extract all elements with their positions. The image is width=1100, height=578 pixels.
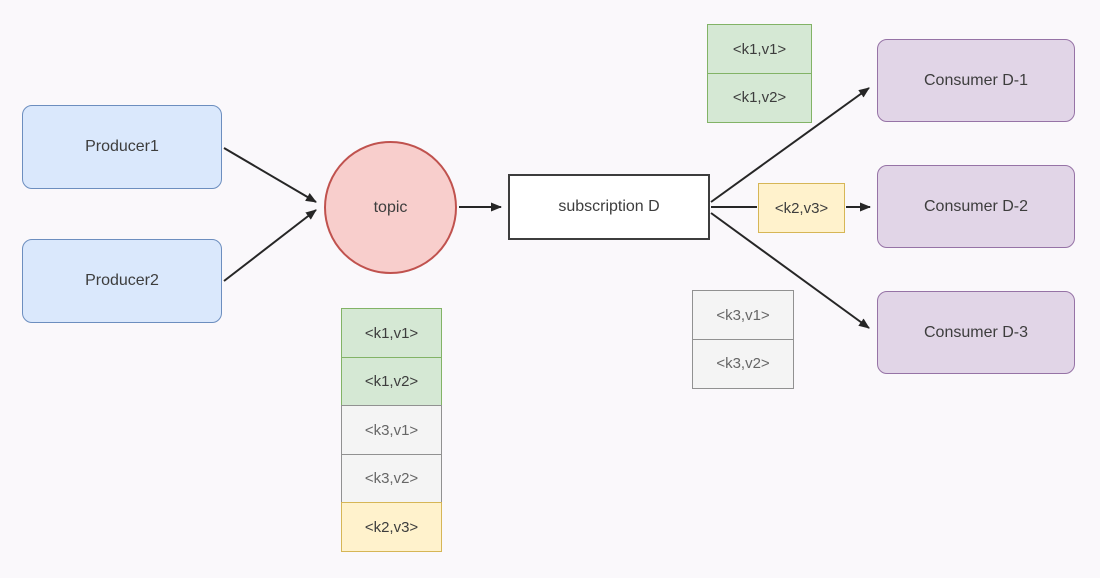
producer2-label: Producer2: [85, 272, 159, 289]
arrow-producer2-to-topic: [223, 209, 317, 282]
topic-label: topic: [373, 198, 408, 216]
consumer-d3-label: Consumer D-3: [923, 323, 1029, 341]
subscription-label: subscription D: [558, 198, 660, 215]
topic-node: topic: [324, 141, 457, 274]
producer2-node: Producer2: [22, 239, 222, 323]
arrow-producer1-to-topic: [223, 147, 317, 203]
message-cell: <k1,v1>: [707, 24, 812, 74]
message-cell: <k1,v2>: [707, 72, 812, 123]
queue-cell: <k1,v1>: [341, 308, 442, 358]
message-cell: <k3,v2>: [692, 338, 794, 389]
queue-cell: <k3,v1>: [341, 405, 442, 455]
topic-message-queue: <k1,v1> <k1,v2> <k3,v1> <k3,v2> <k2,v3>: [341, 308, 442, 552]
queue-cell: <k2,v3>: [341, 502, 442, 552]
consumer-d3-node: Consumer D-3: [877, 291, 1075, 374]
producer1-label: Producer1: [85, 138, 159, 155]
consumer-d2-label: Consumer D-2: [923, 197, 1029, 215]
message-cell: <k2,v3>: [758, 183, 845, 233]
messages-to-consumer-d3: <k3,v1> <k3,v2>: [692, 290, 794, 389]
messages-to-consumer-d1: <k1,v1> <k1,v2>: [707, 24, 812, 123]
consumer-d1-node: Consumer D-1: [877, 39, 1075, 122]
messages-to-consumer-d2: <k2,v3>: [758, 183, 845, 233]
consumer-d2-node: Consumer D-2: [877, 165, 1075, 248]
producer1-node: Producer1: [22, 105, 222, 189]
message-cell: <k3,v1>: [692, 290, 794, 340]
consumer-d1-label: Consumer D-1: [923, 71, 1029, 89]
subscription-node: subscription D: [508, 174, 710, 240]
queue-cell: <k1,v2>: [341, 356, 442, 407]
queue-cell: <k3,v2>: [341, 453, 442, 504]
